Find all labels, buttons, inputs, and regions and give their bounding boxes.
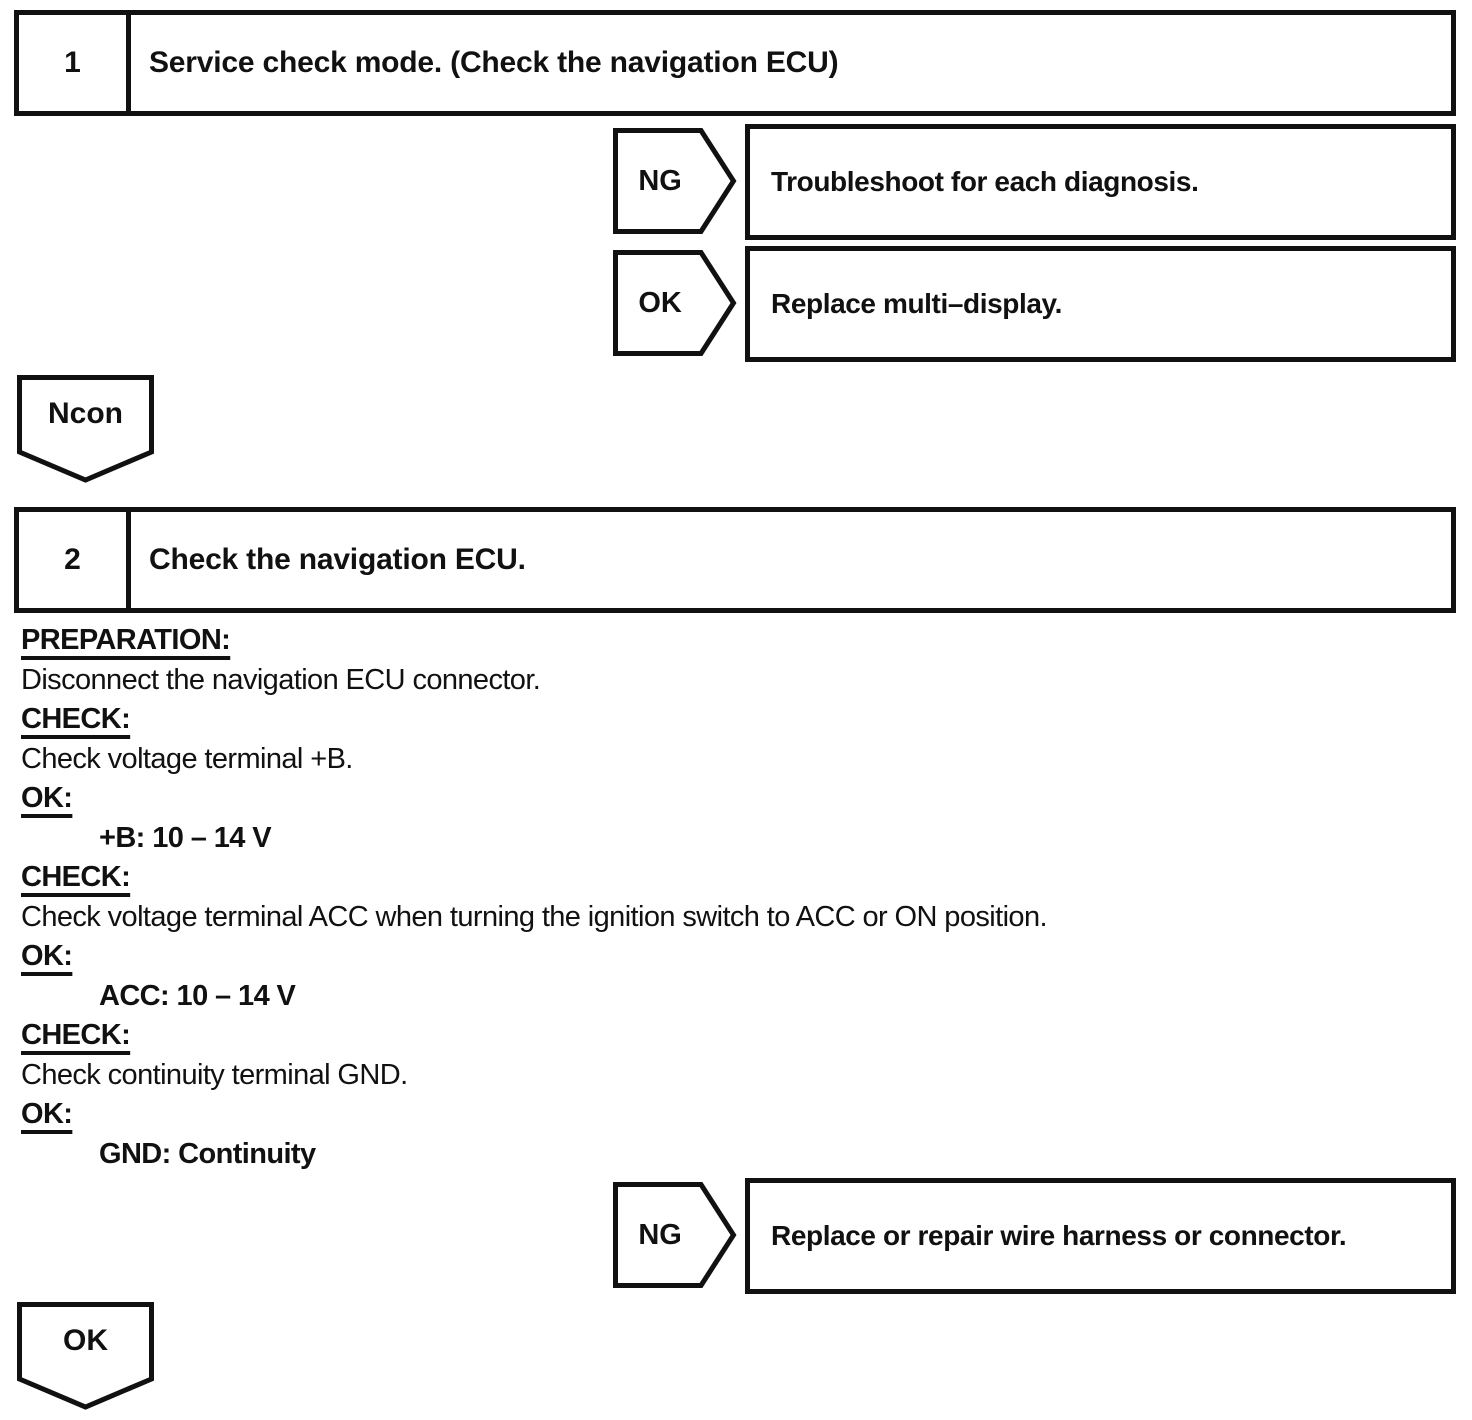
ok-result-text-1: Replace multi–display.: [771, 288, 1063, 319]
ng-pointer-1: NG: [613, 128, 737, 234]
check-label: CHECK:: [21, 1019, 131, 1051]
ng-result-text-1: Troubleshoot for each diagnosis.: [771, 166, 1199, 197]
ok-result-box-1: Replace multi–display.: [745, 246, 1456, 362]
ok-label: OK:: [21, 782, 73, 814]
step-2-title: Check the navigation ECU.: [149, 543, 526, 576]
connector-ncon: Ncon: [17, 375, 154, 483]
ng-result-box-2: Replace or repair wire harness or connec…: [745, 1178, 1456, 1294]
instruction-text: Disconnect the navigation ECU connector.: [21, 663, 541, 696]
ok-pointer-1: OK: [613, 250, 737, 356]
preparation-label: PREPARATION:: [21, 624, 231, 656]
check-label: CHECK:: [21, 703, 131, 735]
step-2-header: 2 Check the navigation ECU.: [14, 507, 1456, 613]
pentagon-down-icon: [17, 375, 154, 483]
instruction-text: Check continuity terminal GND.: [21, 1058, 408, 1091]
step-2-number: 2: [19, 512, 131, 608]
connector-ok: OK: [17, 1302, 154, 1410]
step-1-title: Service check mode. (Check the navigatio…: [149, 46, 839, 79]
spec-value: ACC: 10 – 14 V: [99, 979, 296, 1012]
check-label: CHECK:: [21, 861, 131, 893]
ok-label: OK:: [21, 1098, 73, 1130]
step-1-header: 1 Service check mode. (Check the navigat…: [14, 10, 1456, 116]
step-1-number: 1: [19, 15, 131, 111]
step-2-instructions: PREPARATION: Disconnect the navigation E…: [21, 621, 1456, 1174]
arrow-right-pentagon-icon: [613, 128, 737, 234]
arrow-right-pentagon-icon: [613, 250, 737, 356]
ng-result-box-1: Troubleshoot for each diagnosis.: [745, 124, 1456, 240]
ok-label-1: OK: [638, 286, 682, 319]
instruction-text: Check voltage terminal ACC when turning …: [21, 900, 1048, 933]
ng-label-2: NG: [638, 1218, 682, 1251]
pentagon-down-icon: [17, 1302, 154, 1410]
ng-pointer-2: NG: [613, 1182, 737, 1288]
arrow-right-pentagon-icon: [613, 1182, 737, 1288]
ok-label: OK:: [21, 940, 73, 972]
connector-ncon-label: Ncon: [48, 396, 123, 430]
instruction-text: Check voltage terminal +B.: [21, 742, 353, 775]
spec-value: GND: Continuity: [99, 1137, 316, 1170]
spec-value: +B: 10 – 14 V: [99, 821, 272, 854]
ng-label-1: NG: [638, 164, 682, 197]
connector-ok-label: OK: [63, 1323, 108, 1357]
ng-result-text-2: Replace or repair wire harness or connec…: [771, 1220, 1347, 1251]
